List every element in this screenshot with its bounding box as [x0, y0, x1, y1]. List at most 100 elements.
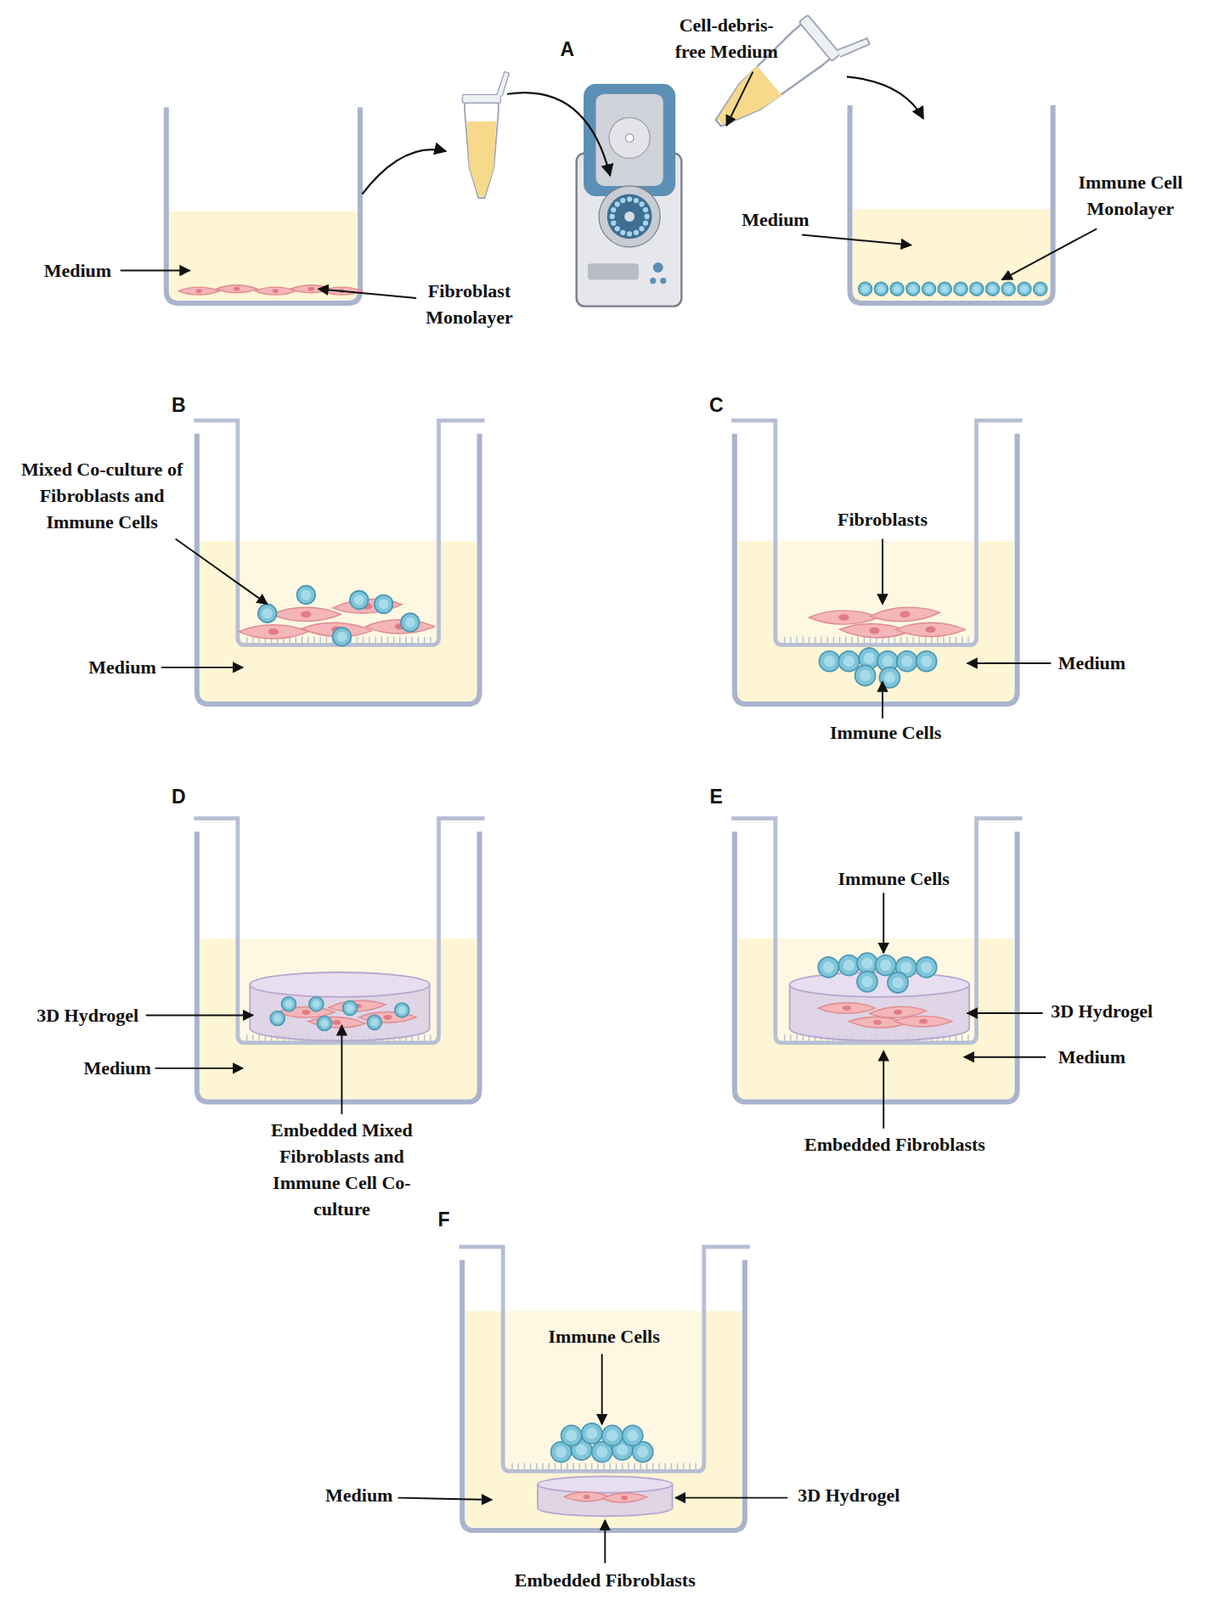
- hydrogel: [249, 972, 429, 1041]
- immune-cell: [394, 1003, 410, 1018]
- immune-cell: [309, 997, 324, 1012]
- leader-line: [882, 1050, 885, 1129]
- immune-cell: [874, 282, 889, 296]
- leader-line: [964, 1056, 1046, 1059]
- callout-label: Fibroblasts: [837, 506, 928, 533]
- leader-line: [603, 1520, 606, 1563]
- transwell: [459, 1246, 751, 1531]
- fibroblast: [869, 605, 940, 623]
- immune-cell: [270, 1011, 285, 1027]
- fibroblast: [896, 622, 966, 637]
- callout-label: Immune Cells: [547, 1323, 660, 1350]
- callout-label: Fibroblast Monolayer: [410, 277, 530, 331]
- drawing: [120, 0, 1098, 1563]
- centrifuge-tube: [462, 71, 509, 198]
- immune-cell: [855, 665, 876, 686]
- transwell: [731, 818, 1022, 1103]
- callout-label: Medium: [88, 654, 156, 681]
- callout-label: Immune Cells: [829, 719, 942, 746]
- process-arrow: [846, 76, 924, 119]
- callout-label: Medium: [83, 1054, 151, 1082]
- transwell: [193, 420, 485, 705]
- leader-line: [161, 666, 243, 669]
- fibroblast: [564, 1492, 610, 1502]
- panel-letter: D: [171, 783, 187, 811]
- panel-letter: A: [560, 36, 576, 63]
- callout-label: Mixed Co-culture of Fibroblasts and Immu…: [11, 456, 194, 536]
- leader-line: [340, 1025, 343, 1115]
- callout-label: Embedded Fibroblasts: [514, 1567, 696, 1594]
- callout-label: 3D Hydrogel: [797, 1482, 900, 1509]
- immune-cell: [916, 651, 937, 672]
- leader-line: [726, 71, 753, 126]
- fibroblast: [216, 285, 258, 294]
- callout-label: Medium: [325, 1482, 393, 1509]
- immune-cell: [916, 957, 937, 978]
- fibroblast: [238, 625, 309, 639]
- callout-label: Medium: [1058, 649, 1126, 677]
- leader-line: [146, 1014, 254, 1016]
- immune-cell: [937, 282, 952, 296]
- immune-cell: [922, 282, 937, 296]
- callout-label: Immune Cell Monolayer: [1062, 169, 1199, 222]
- panel-letter: B: [171, 392, 187, 419]
- fibroblast: [365, 620, 435, 634]
- fibroblast: [817, 1003, 875, 1015]
- leader-line: [881, 538, 884, 604]
- immune-cell: [838, 651, 859, 672]
- immune-cell: [817, 957, 839, 978]
- immune-cell: [1017, 282, 1032, 296]
- immune-cell: [857, 971, 878, 993]
- immune-cell: [602, 1425, 623, 1446]
- immune-cell: [970, 282, 984, 296]
- immune-cell: [887, 972, 909, 993]
- leader-line: [967, 662, 1051, 665]
- immune-cell: [332, 627, 352, 647]
- callout-label: 3D Hydrogel: [36, 1002, 139, 1029]
- immune-cell: [282, 997, 297, 1012]
- immune-cell: [561, 1425, 582, 1446]
- immune-cell: [343, 1001, 358, 1016]
- callout-label: Medium: [1058, 1043, 1126, 1071]
- fibroblast: [602, 1492, 648, 1504]
- process-arrow: [361, 149, 446, 194]
- callout-label: Embedded Fibroblasts: [804, 1131, 986, 1158]
- immune-cell: [819, 651, 841, 672]
- immune-cell: [317, 1016, 333, 1032]
- transwell: [731, 420, 1022, 705]
- process-arrow: [507, 92, 610, 176]
- callout-label: Embedded Mixed Fibroblasts and Immune Ce…: [256, 1116, 427, 1223]
- leader-line: [601, 1353, 604, 1425]
- immune-cell: [1001, 282, 1016, 296]
- immune-cell: [374, 595, 394, 615]
- leader-line: [155, 1067, 243, 1070]
- leader-line: [881, 682, 884, 719]
- immune-cell: [896, 651, 918, 672]
- callout-label: Medium: [741, 206, 809, 233]
- fibroblast: [894, 1015, 952, 1027]
- panel-letter: C: [709, 392, 724, 419]
- leader-line: [318, 288, 417, 299]
- callout-label: 3D Hydrogel: [1050, 998, 1153, 1025]
- hydrogel: [789, 972, 970, 1041]
- callout-label: Immune Cells: [838, 865, 950, 892]
- leader-line: [801, 235, 912, 246]
- transwell: [193, 818, 485, 1103]
- fibroblast: [178, 287, 220, 295]
- immune-cell: [297, 586, 316, 605]
- leader-line: [882, 892, 885, 954]
- panel-letter: E: [710, 783, 723, 811]
- immune-cell: [890, 282, 904, 296]
- leader-line: [397, 1498, 492, 1501]
- immune-cell: [857, 953, 878, 974]
- immune-cell: [906, 282, 920, 296]
- immune-cell: [986, 282, 1000, 296]
- fibroblast: [254, 287, 296, 295]
- leader-line: [120, 270, 191, 272]
- leader-line: [967, 1012, 1044, 1015]
- immune-cell: [400, 613, 420, 632]
- hydrogel: [537, 1476, 673, 1517]
- immune-cell: [581, 1423, 603, 1444]
- immune-cell: [875, 955, 897, 976]
